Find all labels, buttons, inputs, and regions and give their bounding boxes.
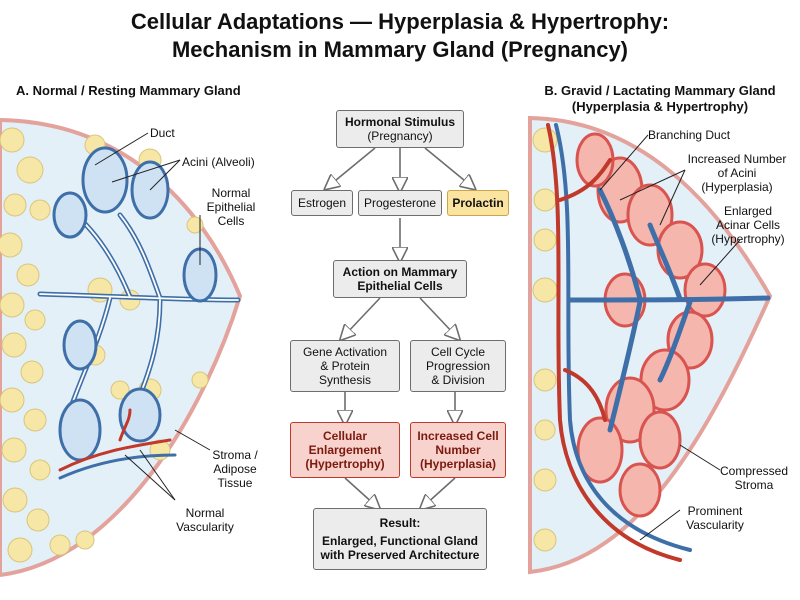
label-stroma-adipose: Stroma / Adipose Tissue [200, 448, 270, 490]
label-epithelial-line-3: Cells [217, 214, 245, 228]
box-result-line-1: Result: [379, 516, 421, 530]
box-hypertrophy: Cellular Enlargement (Hypertrophy) [290, 422, 400, 478]
label-vasc-b-line-1: Prominent [687, 504, 743, 518]
box-hypertrophy-line-2: Enlargement [308, 443, 382, 457]
panel-b-title: B. Gravid / Lactating Mammary Gland (Hyp… [520, 83, 800, 115]
panel-b-title-line-2: (Hyperplasia & Hypertrophy) [571, 99, 749, 114]
label-acini-a: Acini (Alveoli) [182, 155, 255, 169]
box-progesterone: Progesterone [358, 190, 442, 216]
label-duct-a: Duct [150, 126, 175, 140]
box-hyperplasia-line-2: Number [435, 443, 481, 457]
label-acini-b-line-2: of Acini [717, 166, 757, 180]
box-result-line-3: with Preserved Architecture [320, 548, 480, 562]
label-epithelial-line-2: Epithelial [206, 200, 256, 214]
box-hormonal-stimulus: Hormonal Stimulus (Pregnancy) [336, 110, 464, 148]
acini-b [575, 132, 727, 518]
box-gene-activation: Gene Activation & Protein Synthesis [290, 340, 400, 392]
box-cell-cycle: Cell Cycle Progression & Division [410, 340, 506, 392]
box-action-line-2: Epithelial Cells [357, 279, 443, 293]
label-normal-epithelial-cells: Normal Epithelial Cells [196, 186, 266, 228]
leader-lines-a [94, 132, 211, 501]
label-branching-duct: Branching Duct [648, 128, 731, 142]
label-vasc-a-line-1: Normal [185, 506, 225, 520]
leader-lines-b [599, 134, 741, 541]
label-epithelial-line-1: Normal [211, 186, 251, 200]
box-prolactin: Prolactin [447, 190, 509, 216]
label-enlarged-acinar-cells: Enlarged Acinar Cells (Hypertrophy) [700, 204, 796, 246]
label-stroma-line-2: Adipose [213, 462, 257, 476]
box-hypertrophy-line-1: Cellular [322, 429, 367, 443]
panel-b-illustration [528, 115, 773, 575]
box-result-line-2: Enlarged, Functional Gland [321, 534, 478, 548]
box-estrogen: Estrogen [291, 190, 353, 216]
panel-b-title-line-1: B. Gravid / Lactating Mammary Gland [544, 83, 776, 98]
box-cycle-line-1: Cell Cycle [430, 345, 485, 359]
figure-title-line-2: Mechanism in Mammary Gland (Pregnancy) [171, 37, 629, 62]
box-action-line-1: Action on Mammary [342, 265, 458, 279]
label-vasc-a-line-2: Vascularity [176, 520, 234, 534]
box-gene-line-1: Gene Activation [302, 345, 388, 359]
flow-arrows [330, 147, 470, 505]
box-progesterone-label: Progesterone [363, 196, 437, 210]
label-stroma-line-1: Stroma / [212, 448, 258, 462]
label-prominent-vascularity: Prominent Vascularity [675, 504, 755, 532]
box-hypertrophy-line-3: (Hypertrophy) [305, 457, 385, 471]
box-hyperplasia-line-1: Increased Cell [417, 429, 499, 443]
label-cells-line-3: (Hypertrophy) [711, 232, 785, 246]
panel-a-title: A. Normal / Resting Mammary Gland [16, 83, 241, 98]
box-cycle-line-3: & Division [431, 373, 485, 387]
ducts-b [567, 187, 771, 433]
vessels-b [546, 123, 692, 562]
box-stimulus-line-1: Hormonal Stimulus [344, 115, 455, 129]
box-estrogen-label: Estrogen [297, 196, 347, 210]
box-gene-line-3: Synthesis [318, 373, 372, 387]
box-gene-line-2: & Protein [320, 359, 370, 373]
box-result: Result: Enlarged, Functional Gland with … [313, 508, 487, 570]
label-acini-b-line-1: Increased Number [687, 152, 787, 166]
label-normal-vascularity: Normal Vascularity [165, 506, 245, 534]
label-stroma-b-line-1: Compressed [719, 464, 789, 478]
figure-title: Cellular Adaptations — Hyperplasia & Hyp… [0, 8, 800, 64]
box-action-epithelial: Action on Mammary Epithelial Cells [333, 260, 467, 298]
label-stroma-line-3: Tissue [217, 476, 253, 490]
box-stimulus-line-2: (Pregnancy) [367, 129, 433, 143]
label-cells-line-2: Acinar Cells [715, 218, 781, 232]
label-acini-b-line-3: (Hyperplasia) [701, 180, 773, 194]
vessels-a [58, 408, 177, 480]
label-cells-line-1: Enlarged [723, 204, 773, 218]
box-prolactin-label: Prolactin [452, 196, 504, 210]
box-cycle-line-2: Progression [425, 359, 491, 373]
figure-title-line-1: Cellular Adaptations — Hyperplasia & Hyp… [130, 9, 670, 34]
label-stroma-b-line-2: Stroma [734, 478, 774, 492]
panel-a-illustration [0, 117, 243, 578]
box-hyperplasia-line-3: (Hyperplasia) [419, 457, 497, 471]
box-hyperplasia: Increased Cell Number (Hyperplasia) [410, 422, 506, 478]
label-increased-acini: Increased Number of Acini (Hyperplasia) [682, 152, 792, 194]
label-vasc-b-line-2: Vascularity [686, 518, 744, 532]
label-compressed-stroma: Compressed Stroma [712, 464, 796, 492]
